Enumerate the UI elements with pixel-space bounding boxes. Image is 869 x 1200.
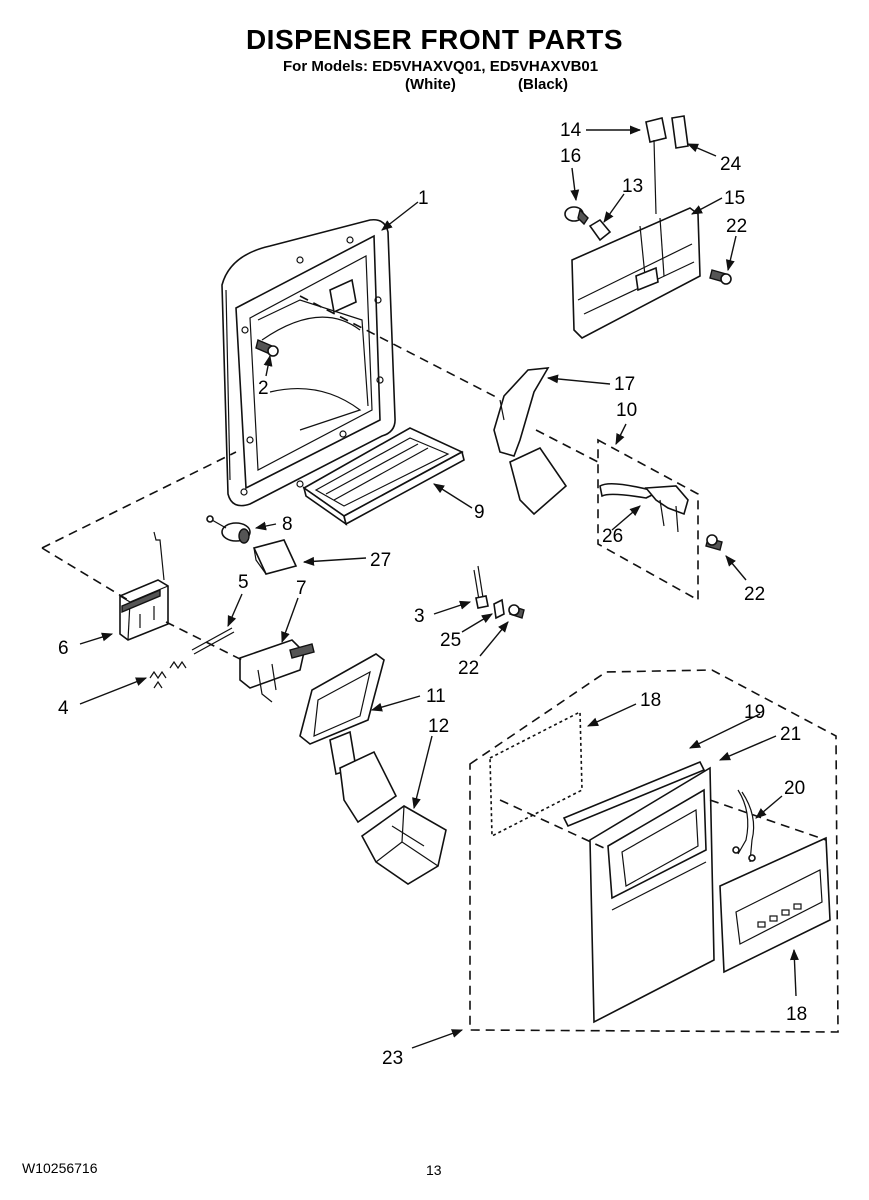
part-23-assembly-box [469, 669, 839, 1033]
part-27-cover [252, 539, 298, 575]
part-4-springs [149, 660, 187, 689]
callout-4: 4 [58, 698, 69, 719]
callout-12: 12 [428, 716, 449, 737]
callout-23: 23 [382, 1048, 403, 1069]
part-22-screw-mid [705, 534, 723, 551]
callout-16: 16 [560, 146, 581, 167]
part-18-insulation [489, 710, 583, 838]
callout-27: 27 [370, 550, 391, 571]
callout-26: 26 [602, 526, 623, 547]
callout-11: 11 [426, 686, 446, 707]
part-3-switch [473, 565, 489, 609]
callout-24: 24 [720, 154, 742, 175]
callout-5: 5 [238, 572, 249, 593]
callout-7: 7 [296, 578, 307, 599]
part-11-lever-arm [299, 653, 398, 824]
callout-22-mid: 22 [744, 584, 765, 605]
part-12-funnel [360, 805, 447, 885]
part-22-screw-top [709, 269, 732, 285]
document-number: W10256716 [22, 1160, 98, 1176]
callout-10: 10 [616, 400, 637, 421]
part-15-bracket [571, 207, 701, 339]
callout-20: 20 [784, 778, 805, 799]
color-black-label: (Black) [518, 76, 569, 93]
callout-22-low: 22 [458, 658, 479, 679]
assembly-guide-lines [41, 295, 827, 849]
part-24-plate [671, 115, 689, 149]
page-number: 13 [426, 1162, 442, 1178]
callout-14: 14 [560, 120, 582, 141]
callout-6: 6 [58, 638, 69, 659]
part-13-socket [588, 218, 612, 242]
color-white-label: (White) [405, 76, 456, 93]
part-20-harness [732, 789, 756, 863]
models-line: For Models: ED5VHAXVQ01, ED5VHAXVB01 [283, 58, 599, 75]
part-21-front-panel [589, 766, 715, 1024]
part-25-clip [493, 598, 505, 620]
part-1-housing-frame [221, 218, 396, 507]
part-5-rod [191, 627, 235, 655]
callout-22-top: 22 [726, 216, 747, 237]
part-17-paddle [493, 367, 568, 516]
callout-8: 8 [282, 514, 293, 535]
callout-3: 3 [414, 606, 425, 627]
callout-21: 21 [780, 724, 801, 745]
callout-17: 17 [614, 374, 635, 395]
callout-15: 15 [724, 188, 745, 209]
callout-labels: 1 2 9 8 27 5 7 6 4 11 12 17 10 26 22 3 2… [58, 120, 807, 1069]
callout-2: 2 [258, 378, 269, 399]
part-16-lamp [564, 206, 589, 226]
part-9-drip-tray [302, 427, 465, 526]
callout-13: 13 [622, 176, 643, 197]
callout-18-bottom: 18 [786, 1004, 807, 1025]
part-10-bracket-box [597, 438, 699, 602]
callout-19: 19 [744, 702, 765, 723]
part-18-control-board [719, 836, 831, 974]
callout-1: 1 [418, 188, 429, 209]
callout-25: 25 [440, 630, 461, 651]
part-22-screw-low [508, 604, 525, 619]
part-2-screw [255, 339, 279, 357]
part-19-strip [562, 760, 706, 828]
part-26-lever [599, 482, 689, 533]
part-14-switch [645, 117, 667, 215]
part-6-module [119, 531, 169, 641]
part-7-solenoid [239, 639, 315, 703]
leader-lines [79, 125, 799, 1049]
page-title: DISPENSER FRONT PARTS [245, 24, 624, 55]
part-8-motor [206, 515, 251, 544]
callout-9: 9 [474, 502, 485, 523]
callout-18-top: 18 [640, 690, 661, 711]
